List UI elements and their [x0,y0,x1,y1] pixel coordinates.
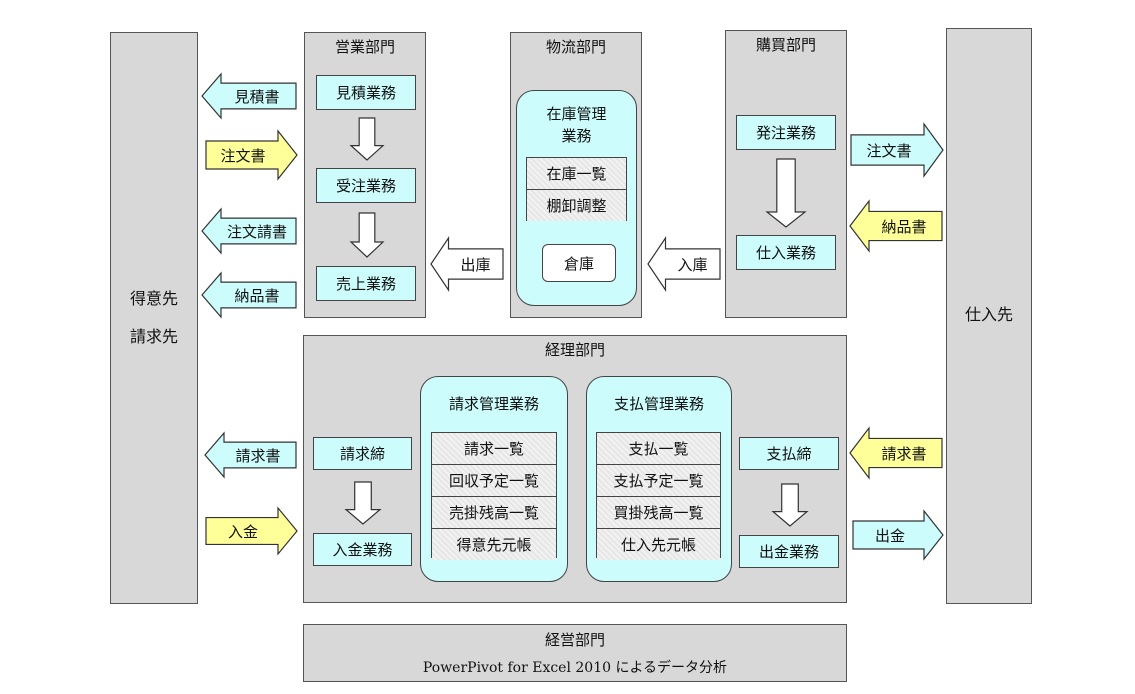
arrow-shape [349,212,385,258]
list-item: 仕入先元帳 [597,529,720,560]
payout-arrow [852,509,944,561]
arrow-shape [647,236,721,292]
arrow-shape [205,506,298,556]
receipt-arrow-label: 入金 [227,522,258,541]
management-subtitle: PowerPivot for Excel 2010 によるデータ分析 [422,660,728,676]
list-item: 回収予定一覧 [432,465,556,497]
arrow-shape [201,271,297,319]
purchase-order-task: 発注業務 [736,115,836,150]
arrow-shape [349,117,385,161]
supplier-delivery-arrow [849,199,943,253]
logistics-title: 物流部門 [545,38,606,56]
billing-list: 請求一覧 回収予定一覧 売掛残高一覧 得意先元帳 [431,432,557,560]
billing-target-label: 請求先 [129,327,178,346]
order-ack-arrow [201,207,297,255]
delivery-arrow [201,271,297,319]
order-arrow-label: 注文書 [220,146,266,165]
billing-close-task: 請求締 [313,437,412,470]
list-item: 支払一覧 [597,433,720,465]
arrow-shape [344,481,382,525]
down-arrow [771,483,809,527]
supplier-invoice-arrow [849,426,943,480]
arrow-shape [201,72,297,120]
down-arrow [344,481,382,525]
down-arrow [349,212,385,258]
inventory-management-title-2: 業務 [561,127,592,145]
stockin-arrow-label: 入庫 [677,255,708,274]
po-arrow [850,122,944,178]
arrow-shape [849,426,943,480]
estimate-arrow [201,72,297,120]
sales-title: 営業部門 [334,38,395,56]
down-arrow [349,117,385,161]
purchasing-title: 購買部門 [755,36,816,54]
arrow-shape [771,483,809,527]
supplier-invoice-arrow-label: 請求書 [881,444,927,463]
estimate-arrow-label: 見積書 [234,87,280,106]
down-arrow [765,158,807,228]
arrow-shape [850,122,944,178]
payment-management-title: 支払管理業務 [613,395,704,413]
list-item: 得意先元帳 [432,529,556,560]
arrow-shape [765,158,807,228]
accounting-title: 経理部門 [544,341,605,359]
management-title: 経営部門 [544,631,605,649]
arrow-shape [205,129,298,181]
arrow-shape [201,207,297,255]
payout-task: 出金業務 [739,535,839,568]
customer-panel: 得意先 請求先 [110,32,198,604]
receipt-arrow [205,506,298,556]
shipout-arrow-label: 出庫 [460,255,491,274]
estimate-task: 見積業務 [316,75,416,110]
delivery-arrow-label: 納品書 [234,286,280,305]
list-item: 在庫一覧 [527,158,626,190]
supplier-label: 仕入先 [964,305,1013,324]
arrow-shape [204,431,297,479]
payout-arrow-label: 出金 [874,526,905,545]
supplier-delivery-arrow-label: 納品書 [881,217,927,236]
invoice-arrow [204,431,297,479]
purchase-receipt-task: 仕入業務 [736,235,836,270]
order-task: 受注業務 [316,168,416,203]
shipout-arrow [430,236,504,292]
payment-close-task: 支払締 [739,437,839,470]
supplier-panel: 仕入先 [946,28,1032,604]
order-arrow [205,129,298,181]
inventory-management-title-1: 在庫管理 [546,105,607,123]
arrow-shape [849,199,943,253]
list-item: 売掛残高一覧 [432,497,556,529]
sales-task: 売上業務 [316,266,416,301]
billing-management-title: 請求管理業務 [448,395,539,413]
warehouse-box: 倉庫 [542,244,616,282]
stockin-arrow [647,236,721,292]
payment-list: 支払一覧 支払予定一覧 買掛残高一覧 仕入先元帳 [596,432,721,560]
po-arrow-label: 注文書 [866,141,912,160]
list-item: 請求一覧 [432,433,556,465]
list-item: 買掛残高一覧 [597,497,720,529]
arrow-shape [852,509,944,561]
order-ack-arrow-label: 注文請書 [226,222,287,241]
management-department: 経営部門 PowerPivot for Excel 2010 によるデータ分析 [303,624,847,682]
receipt-task: 入金業務 [313,533,412,566]
list-item: 棚卸調整 [527,190,626,221]
invoice-arrow-label: 請求書 [235,446,281,465]
customer-label: 得意先 [129,289,178,308]
arrow-shape [430,236,504,292]
list-item: 支払予定一覧 [597,465,720,497]
inventory-list: 在庫一覧 棚卸調整 [526,157,627,221]
